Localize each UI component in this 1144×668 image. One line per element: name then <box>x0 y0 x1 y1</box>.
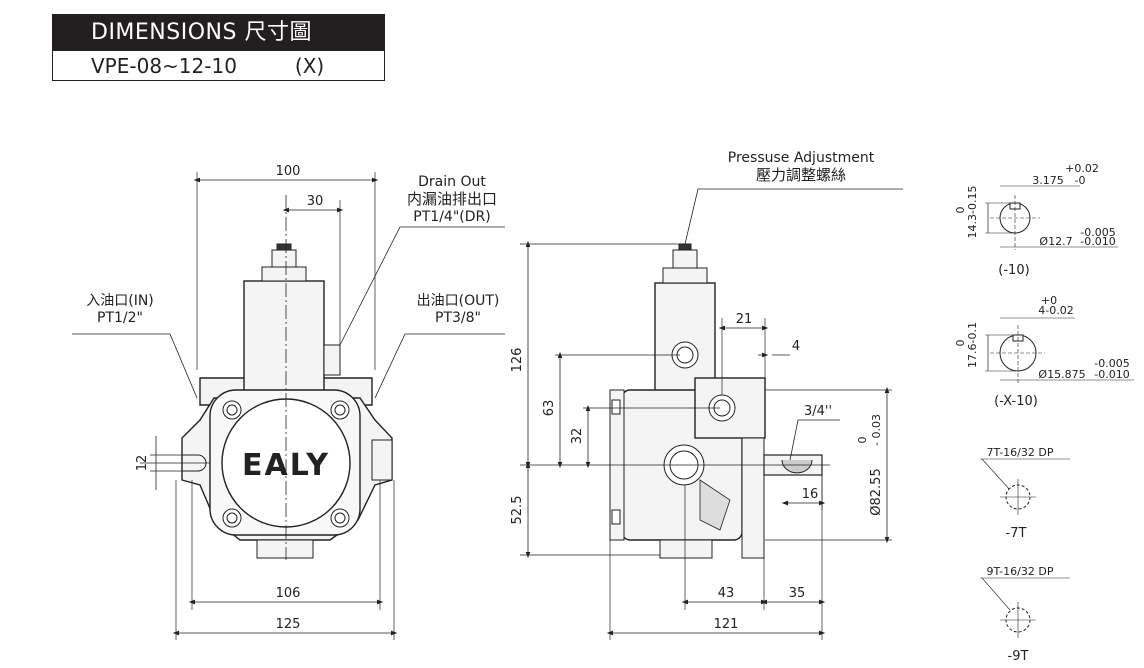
inlet-label: 入油口(IN) <box>86 293 154 309</box>
spline7-spec: 7T-16/32 DP <box>987 446 1054 459</box>
model-line: VPE-08~12-10 (X) <box>53 51 384 81</box>
side-bottom-tab <box>659 539 713 559</box>
dim-3-4: 3/4'' <box>804 404 832 419</box>
inlet-port: PT1/2" <box>97 310 143 326</box>
side-top-block <box>654 282 716 396</box>
dim-4: 4 <box>792 339 800 354</box>
spline7-label: -7T <box>1006 526 1027 541</box>
front-outlet-boss <box>371 439 393 481</box>
model-variant: (X) <box>294 54 325 78</box>
front-top-block <box>243 280 325 400</box>
key10-height: 14.3-0.15 <box>966 186 979 239</box>
adjust-label-zh: 壓力調整螺絲 <box>756 166 846 184</box>
keyx10-dia-up: -0.005 <box>1094 357 1129 370</box>
dim-125: 125 <box>276 617 301 632</box>
spline9-label: -9T <box>1008 649 1029 664</box>
dim-121: 121 <box>714 617 739 632</box>
dim-100: 100 <box>276 164 301 179</box>
keyx10-height: 17.6-0.1 <box>966 322 979 368</box>
drain-label-en: Drain Out <box>418 174 486 190</box>
outlet-port: PT3/8" <box>435 310 481 326</box>
title-box: DIMENSIONS 尺寸圖 VPE-08~12-10 (X) <box>52 14 385 81</box>
dim-106: 106 <box>276 586 301 601</box>
key10-width-lo: -0 <box>1075 174 1086 187</box>
side-nut <box>678 243 692 251</box>
drain-port: PT1/4"(DR) <box>413 209 490 225</box>
dim-35: 35 <box>789 586 806 601</box>
key-details: 14.3-0.15 0 3.175 +0.02 -0 Ø12.7 -0.005 … <box>954 162 1134 664</box>
model-number: VPE-08~12-10 <box>91 54 237 78</box>
keyx10-width-up: +0 <box>1041 294 1057 307</box>
keyx10-diameter: Ø15.875 <box>1038 368 1085 381</box>
keyx10-height-tol: 0 <box>954 340 967 347</box>
drain-boss <box>323 344 341 376</box>
key10-width: 3.175 <box>1032 174 1064 187</box>
key10-dia-up: -0.005 <box>1080 226 1115 239</box>
dim-52-5: 52.5 <box>510 496 525 525</box>
dim-30: 30 <box>307 194 324 209</box>
spline9-spec: 9T-16/32 DP <box>987 565 1054 578</box>
side-view: 126 63 32 52.5 21 4 3/4'' 16 Ø82.55 0 - <box>510 150 903 640</box>
tol-top: 0 <box>856 437 869 444</box>
key10-label: (-10) <box>998 263 1029 278</box>
front-nut <box>276 243 292 251</box>
brand-logo: EALY <box>242 448 330 483</box>
dim-126: 126 <box>510 348 525 373</box>
key10-height-tol: 0 <box>954 207 967 214</box>
tol-bottom: - 0.03 <box>870 414 883 446</box>
outlet-label: 出油口(OUT) <box>417 293 500 309</box>
key10-width-up: +0.02 <box>1065 162 1099 175</box>
keyx10-dia-lo: -0.010 <box>1094 368 1129 381</box>
side-pilot <box>741 437 765 559</box>
dim-32: 32 <box>570 428 585 445</box>
keyx10-label: (-X-10) <box>994 394 1038 409</box>
key10-dia-lo: -0.010 <box>1080 235 1115 248</box>
dim-63: 63 <box>542 400 557 417</box>
key10-diameter: Ø12.7 <box>1039 235 1072 248</box>
front-screw <box>271 249 297 268</box>
spline9-shape <box>1000 602 1036 638</box>
dim-43: 43 <box>718 586 735 601</box>
front-view: EALY 100 30 12 106 <box>72 164 505 640</box>
front-bottom-tab <box>256 539 314 559</box>
dim-12: 12 <box>135 455 150 472</box>
dim-shaft-diameter: Ø82.55 <box>869 468 884 515</box>
keyx10-width: 4-0.02 <box>1038 304 1073 317</box>
spline7-shape <box>1000 479 1036 515</box>
side-valve-cap <box>662 267 708 284</box>
dim-21: 21 <box>736 312 753 327</box>
dim-16: 16 <box>802 487 819 502</box>
side-screw <box>672 249 698 269</box>
drain-label-zh: 内漏油排出口 <box>407 190 497 208</box>
front-valve-cap <box>261 266 307 282</box>
adjust-label-en: Pressuse Adjustment <box>728 150 875 166</box>
title-heading: DIMENSIONS 尺寸圖 <box>53 15 384 51</box>
cover-bolts <box>222 400 350 528</box>
